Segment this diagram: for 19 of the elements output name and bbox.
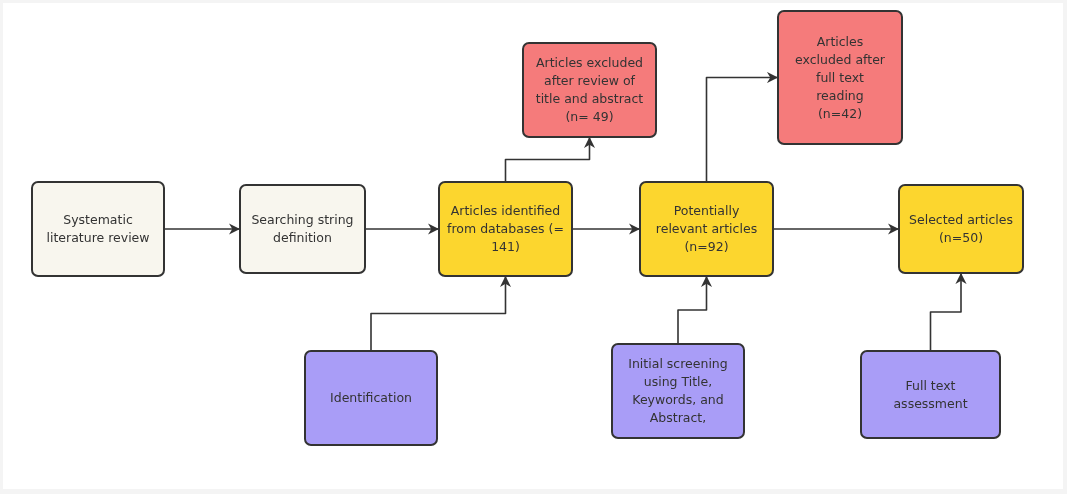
process-box: Systematic literature review: [31, 181, 165, 277]
arrow: [705, 71, 779, 182]
count-box: Selected articles (n=50): [898, 184, 1024, 274]
arrow: [365, 223, 440, 235]
arrow: [572, 223, 641, 235]
stage-box: Full text assessment: [860, 350, 1001, 439]
exclusion-box: Articles excluded after review of title and abstract (n= 49): [522, 42, 657, 138]
arrow: [164, 223, 241, 235]
arrow: [504, 136, 596, 182]
stage-box: Identification: [304, 350, 438, 446]
stage-box: Initial screening using Title, Keywords, and Abstract,: [611, 343, 745, 439]
count-box: Articles identified from databases (= 141): [438, 181, 573, 277]
count-box: Potentially relevant articles (n=92): [639, 181, 774, 277]
arrow: [677, 275, 713, 344]
process-box: Searching string definition: [239, 184, 366, 274]
arrow: [370, 275, 512, 351]
arrow: [929, 272, 967, 351]
arrow: [773, 223, 900, 235]
exclusion-box: Articles excluded after full text reading (n=42): [777, 10, 903, 145]
